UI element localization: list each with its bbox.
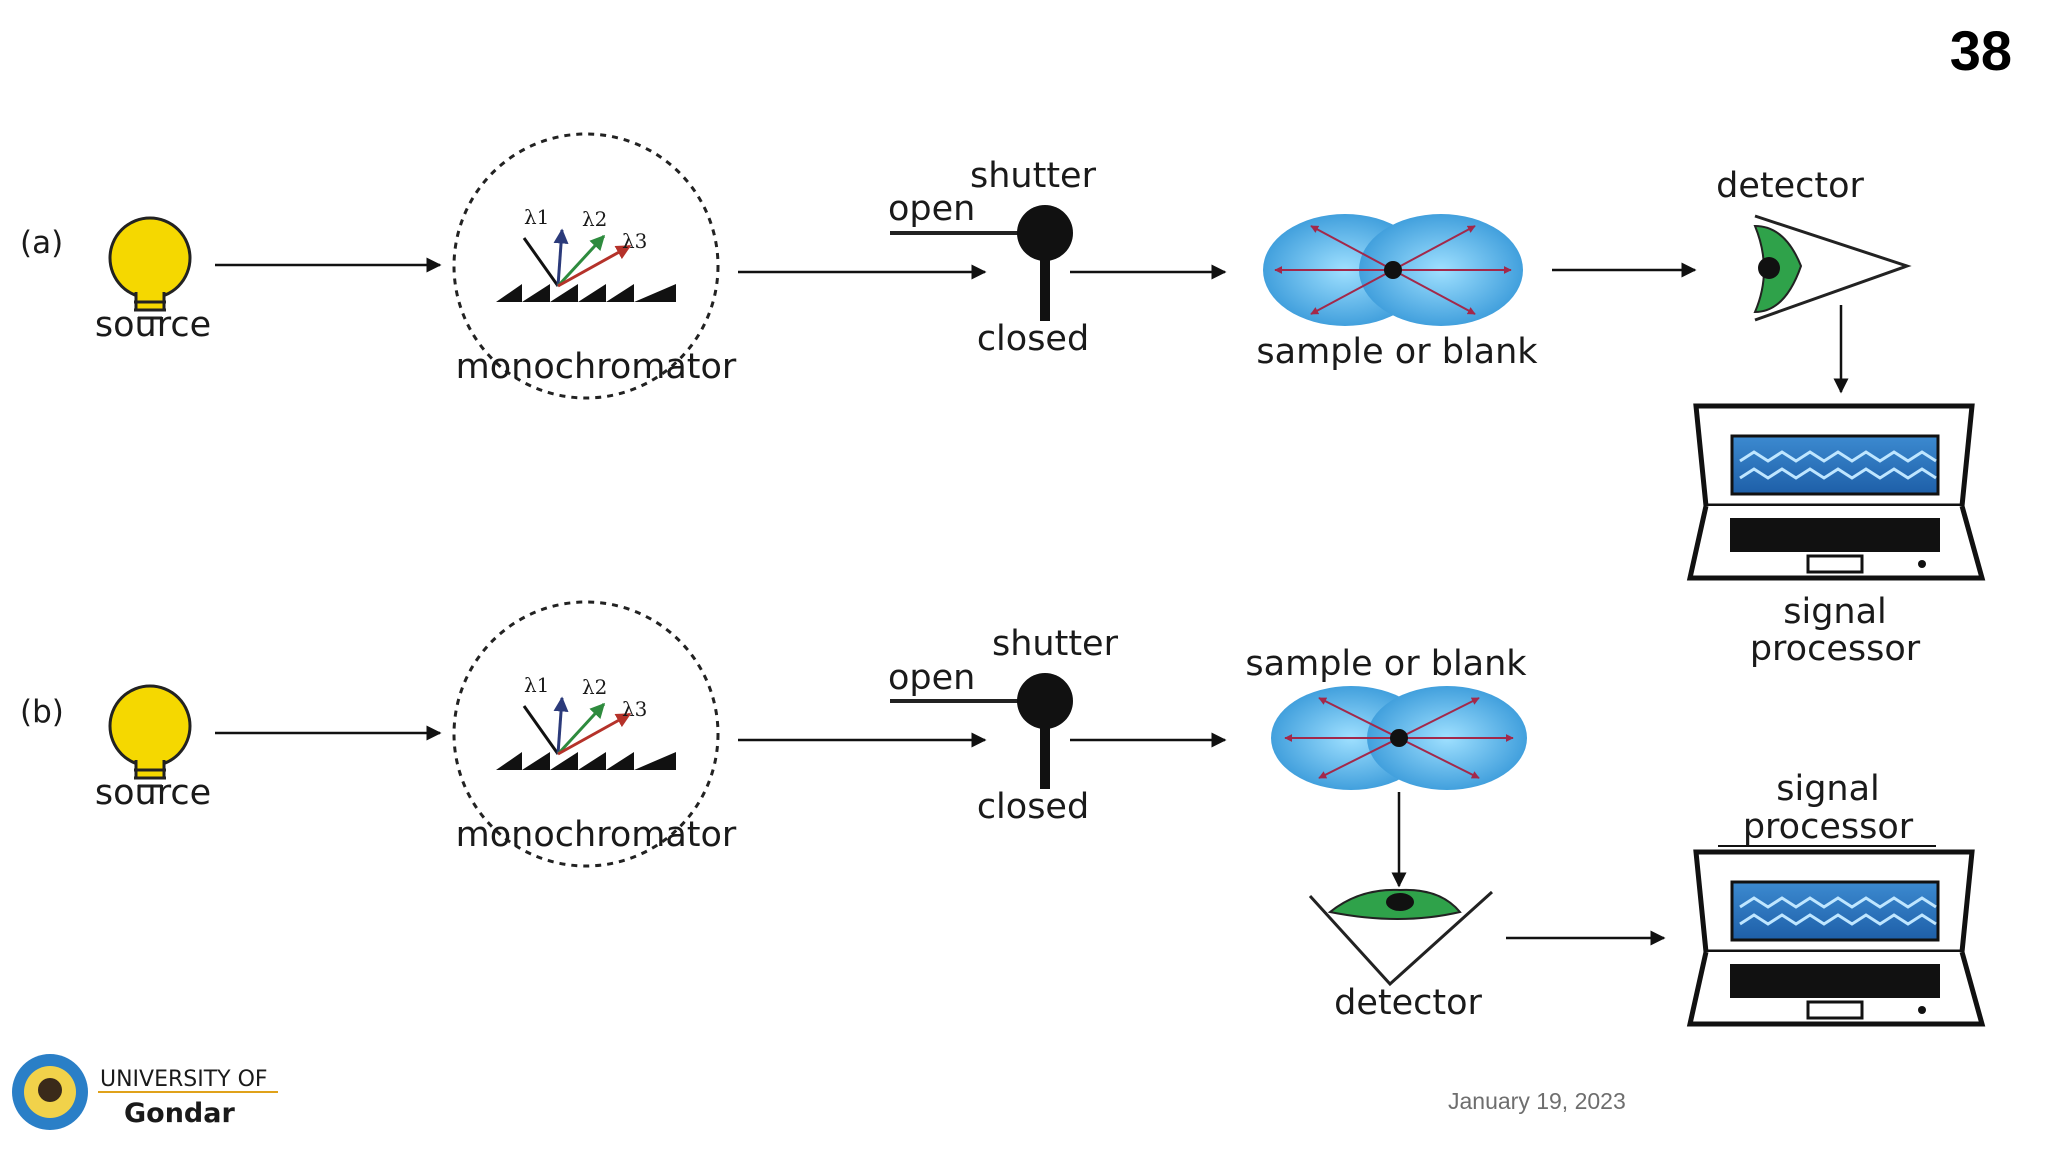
monochromator-label-a: monochromator (456, 347, 737, 387)
laptop-icon (1686, 849, 1986, 1027)
lambda2-label: λ2 (582, 207, 607, 231)
shutter-icon (890, 205, 1073, 321)
monochromator-icon: λ1 λ2 λ3 (452, 132, 720, 400)
panel-a-tag: (a) (20, 225, 63, 261)
sample-label-a: sample or blank (1256, 332, 1538, 372)
shutter-label-b: shutter (992, 624, 1119, 664)
lambda3-label: λ3 (622, 229, 647, 253)
panel-a: (a) source λ1 λ2 λ3 (20, 132, 1986, 669)
shutter-closed-label-b: closed (977, 787, 1089, 827)
detector-label-b: detector (1334, 983, 1482, 1023)
monochromator-icon: λ1 λ2 λ3 (452, 600, 720, 868)
source-label-a: source (95, 305, 211, 345)
slide-number: 38 (1949, 19, 2012, 82)
logo-line2: Gondar (124, 1098, 235, 1129)
shutter-icon (890, 673, 1073, 789)
slide-date: January 19, 2023 (1448, 1088, 1626, 1114)
processor-label-b: processor (1743, 807, 1914, 847)
light-bulb-icon (108, 684, 192, 788)
lambda1-label: λ1 (524, 205, 549, 229)
eye-icon (1753, 214, 1912, 322)
sample-cell-icon (1263, 214, 1523, 326)
signal-label-b: signal (1776, 769, 1880, 809)
logo-line1: UNIVERSITY OF (100, 1067, 268, 1092)
laptop-icon (1686, 403, 1986, 581)
signal-label-a: signal (1783, 592, 1887, 632)
monochromator-label-b: monochromator (456, 815, 737, 855)
lambda2-label: λ2 (582, 675, 607, 699)
source-label-b: source (95, 773, 211, 813)
shutter-open-label-b: open (888, 658, 975, 698)
panel-b: (b) source λ1 λ2 λ3 monochr (20, 600, 1986, 1027)
lambda1-label: λ1 (524, 673, 549, 697)
lambda3-label: λ3 (622, 697, 647, 721)
university-logo: UNIVERSITY OF Gondar (12, 1054, 278, 1130)
eye-icon (1308, 888, 1494, 987)
detector-label-a: detector (1716, 166, 1864, 206)
processor-label-a: processor (1750, 629, 1921, 669)
shutter-label-a: shutter (970, 156, 1097, 196)
panel-b-tag: (b) (20, 694, 64, 730)
sample-cell-icon (1271, 686, 1527, 790)
light-bulb-icon (108, 216, 192, 320)
shutter-closed-label-a: closed (977, 319, 1089, 359)
sample-label-b: sample or blank (1245, 644, 1527, 684)
shutter-open-label-a: open (888, 189, 975, 229)
